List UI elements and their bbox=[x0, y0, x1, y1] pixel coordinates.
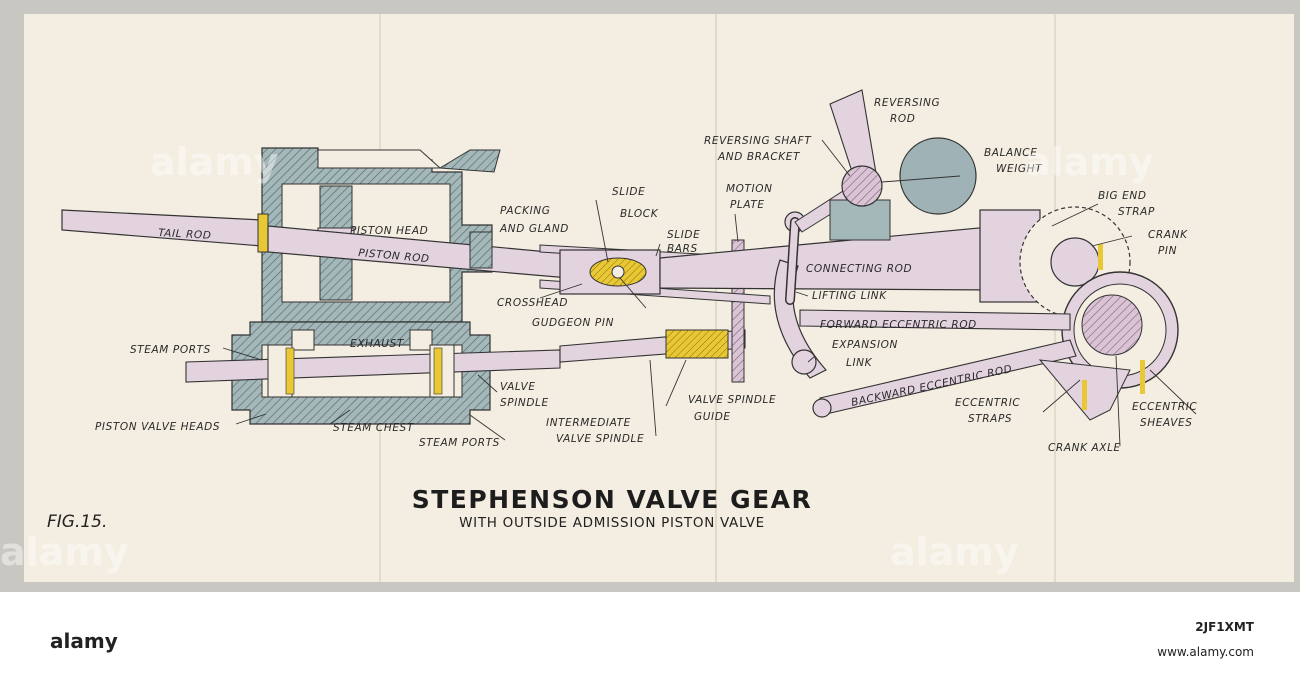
label-expansion-link: LINK bbox=[846, 357, 873, 369]
stock-url: www.alamy.com bbox=[1157, 645, 1254, 659]
spindle-guide bbox=[665, 329, 729, 359]
label-tail-rod: TAIL ROD bbox=[158, 227, 212, 242]
label-eccentric-straps: ECCENTRIC bbox=[955, 397, 1020, 409]
label-slide-block: SLIDE bbox=[612, 186, 645, 198]
label-reversing-rod: REVERSING bbox=[874, 97, 940, 109]
label-lifting-link: LIFTING LINK bbox=[812, 290, 887, 302]
diagram-subtitle: WITH OUTSIDE ADMISSION PISTON VALVE bbox=[459, 515, 765, 531]
label-motion-plate: PLATE bbox=[730, 199, 765, 211]
label-steam-ports: STEAM PORTS bbox=[130, 344, 211, 356]
label-big-end-strap: STRAP bbox=[1118, 206, 1155, 218]
crank-axle bbox=[1081, 294, 1143, 356]
label-valve-spindle: SPINDLE bbox=[500, 397, 549, 409]
label-crank-pin: PIN bbox=[1158, 245, 1177, 257]
figure-label: FIG.15. bbox=[47, 512, 107, 532]
leader-lines bbox=[222, 139, 1197, 447]
diagram-title: STEPHENSON VALVE GEAR bbox=[412, 485, 813, 514]
label-eccentric-sheaves: SHEAVES bbox=[1140, 417, 1193, 429]
label-slide-bars: BARS bbox=[667, 243, 698, 255]
balance-arm bbox=[881, 175, 961, 183]
gudgeon-pin bbox=[611, 265, 625, 279]
label-steam-ports: STEAM PORTS bbox=[419, 437, 500, 449]
valve-yellow-ring bbox=[433, 347, 443, 395]
sheave-yellow-mark bbox=[1140, 360, 1145, 394]
stock-image-id: 2JF1XMT bbox=[1195, 620, 1255, 634]
reversing-shaft bbox=[841, 165, 883, 207]
lifting-link-fill bbox=[786, 218, 799, 304]
label-gudgeon-pin: GUDGEON PIN bbox=[532, 317, 614, 329]
label-packing-gland: PACKING bbox=[500, 205, 551, 217]
label-balance-weight: BALANCE bbox=[984, 147, 1037, 159]
label-crosshead: CROSSHEAD bbox=[497, 297, 568, 309]
label-crank-pin: CRANK bbox=[1148, 229, 1188, 241]
packing-gland bbox=[469, 231, 493, 269]
label-valve-spindle-guide: VALVE SPINDLE bbox=[688, 394, 776, 406]
label-big-end-strap: BIG END bbox=[1098, 190, 1147, 202]
label-exhaust: EXHAUST bbox=[350, 338, 405, 350]
label-balance-weight: WEIGHT bbox=[996, 163, 1043, 175]
label-intermediate-valve-spindle: INTERMEDIATE bbox=[546, 417, 631, 429]
valve-yellow-ring bbox=[285, 347, 295, 395]
label-eccentric-straps: STRAPS bbox=[968, 413, 1012, 425]
forward-eccentric-rod bbox=[799, 309, 1071, 331]
sheave-yellow-mark bbox=[1098, 244, 1103, 270]
label-connecting-rod: CONNECTING ROD bbox=[806, 263, 912, 275]
label-crank-axle: CRANK AXLE bbox=[1048, 442, 1121, 454]
label-expansion-link: EXPANSION bbox=[832, 339, 898, 351]
label-reversing-shaft: AND BRACKET bbox=[717, 151, 801, 163]
balance-weight bbox=[899, 137, 977, 215]
label-slide-bars: SLIDE bbox=[667, 229, 700, 241]
watermark: alamy bbox=[890, 530, 1019, 574]
tail-rod-gland bbox=[257, 213, 269, 253]
label-packing-gland: AND GLAND bbox=[499, 223, 569, 235]
label-motion-plate: MOTION bbox=[726, 183, 773, 195]
label-reversing-shaft: REVERSING SHAFT bbox=[704, 135, 812, 147]
label-valve-spindle: VALVE bbox=[500, 381, 536, 393]
bracket bbox=[829, 199, 891, 241]
watermark: alamy bbox=[0, 530, 129, 574]
label-forward-eccentric-rod: FORWARD ECCENTRIC ROD bbox=[820, 319, 977, 331]
label-reversing-rod: ROD bbox=[890, 113, 915, 125]
label-steam-chest: STEAM CHEST bbox=[333, 422, 415, 434]
label-piston-valve-heads: PISTON VALVE HEADS bbox=[95, 421, 220, 433]
watermark: alamy bbox=[150, 140, 279, 184]
stock-logo: alamy bbox=[50, 629, 118, 653]
label-intermediate-valve-spindle: VALVE SPINDLE bbox=[556, 433, 644, 445]
watermark: alamy bbox=[1025, 140, 1154, 184]
label-eccentric-sheaves: ECCENTRIC bbox=[1132, 401, 1197, 413]
label-slide-block: BLOCK bbox=[620, 208, 659, 220]
expansion-link-pin bbox=[791, 349, 817, 375]
strap-yellow-mark bbox=[1082, 380, 1087, 410]
label-valve-spindle-guide: GUIDE bbox=[694, 411, 731, 423]
label-piston-head: PISTON HEAD bbox=[350, 225, 428, 237]
lower-link-pin bbox=[812, 398, 832, 418]
stock-bar bbox=[0, 592, 1300, 681]
